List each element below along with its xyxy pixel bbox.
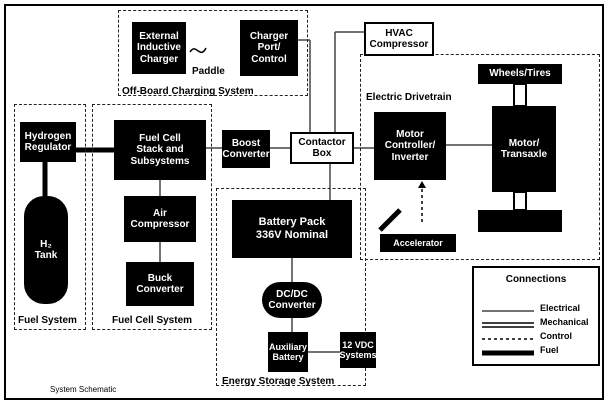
legend-control-swatch [482,338,534,340]
wheels-tires-box: Wheels/Tires [478,64,562,84]
control-arrow [418,181,426,188]
hydrogen-regulator-box: Hydrogen Regulator [20,122,76,162]
group-label-fuel-cell-system: Fuel Cell System [112,315,193,326]
group-energy-storage [216,188,366,386]
legend-title: Connections [505,274,567,285]
legend-row-electrical: Electrical [480,303,596,316]
motor-transaxle-box: Motor/ Transaxle [492,106,556,192]
12vdc-systems-box: 12 VDC Systems [339,332,377,368]
group-label-energy-storage: Energy Storage System [222,376,335,387]
wheels-base-box [478,210,562,232]
buck-converter-box: Buck Converter [126,262,194,306]
legend-label-control: Control [540,331,572,341]
legend-row-mechanical: Mechanical [480,317,596,330]
diagram-frame [4,4,604,400]
legend-fuel-swatch [482,350,534,356]
paddle-label: Paddle [192,66,225,77]
charger-port-box: Charger Port/ Control [240,20,298,76]
dcdc-converter-box: DC/DC Converter [262,282,322,318]
caption: System Schematic [50,385,117,394]
air-compressor-box: Air Compressor [124,196,196,242]
legend-label-mechanical: Mechanical [540,317,589,327]
boost-converter-box: Boost Converter [222,130,270,168]
legend-mechanical-swatch [482,322,534,328]
legend-label-fuel: Fuel [540,345,559,355]
paddle-cable [189,47,207,54]
group-fuel-system [14,104,86,330]
accelerator-pedal [378,208,402,232]
h2-tank-box: H₂ Tank [24,196,68,304]
group-label-electric-drivetrain: Electric Drivetrain [366,92,452,103]
legend-row-control: Control [480,331,596,344]
group-label-offboard: Off-Board Charging System [122,86,254,97]
hvac-compressor-box: HVAC Compressor [364,22,434,56]
group-label-fuel-system: Fuel System [18,315,77,326]
connections-legend: Connections Electrical Mechanical Contro… [472,266,600,366]
battery-pack-box: Battery Pack 336V Nominal [232,200,352,258]
legend-row-fuel: Fuel [480,345,596,358]
fuel-cell-stack-box: Fuel Cell Stack and Subsystems [114,120,206,180]
motor-controller-box: Motor Controller/ Inverter [374,112,446,180]
group-fuel-cell-system [92,104,212,330]
group-offboard-charging [118,10,308,96]
legend-label-electrical: Electrical [540,303,581,313]
group-electric-drivetrain [360,54,600,260]
external-charger-box: External Inductive Charger [132,22,186,74]
contactor-box: Contactor Box [290,132,354,164]
legend-electrical-swatch [482,310,534,312]
accelerator-box: Accelerator [380,234,456,252]
auxiliary-battery-box: Auxiliary Battery [268,332,308,372]
